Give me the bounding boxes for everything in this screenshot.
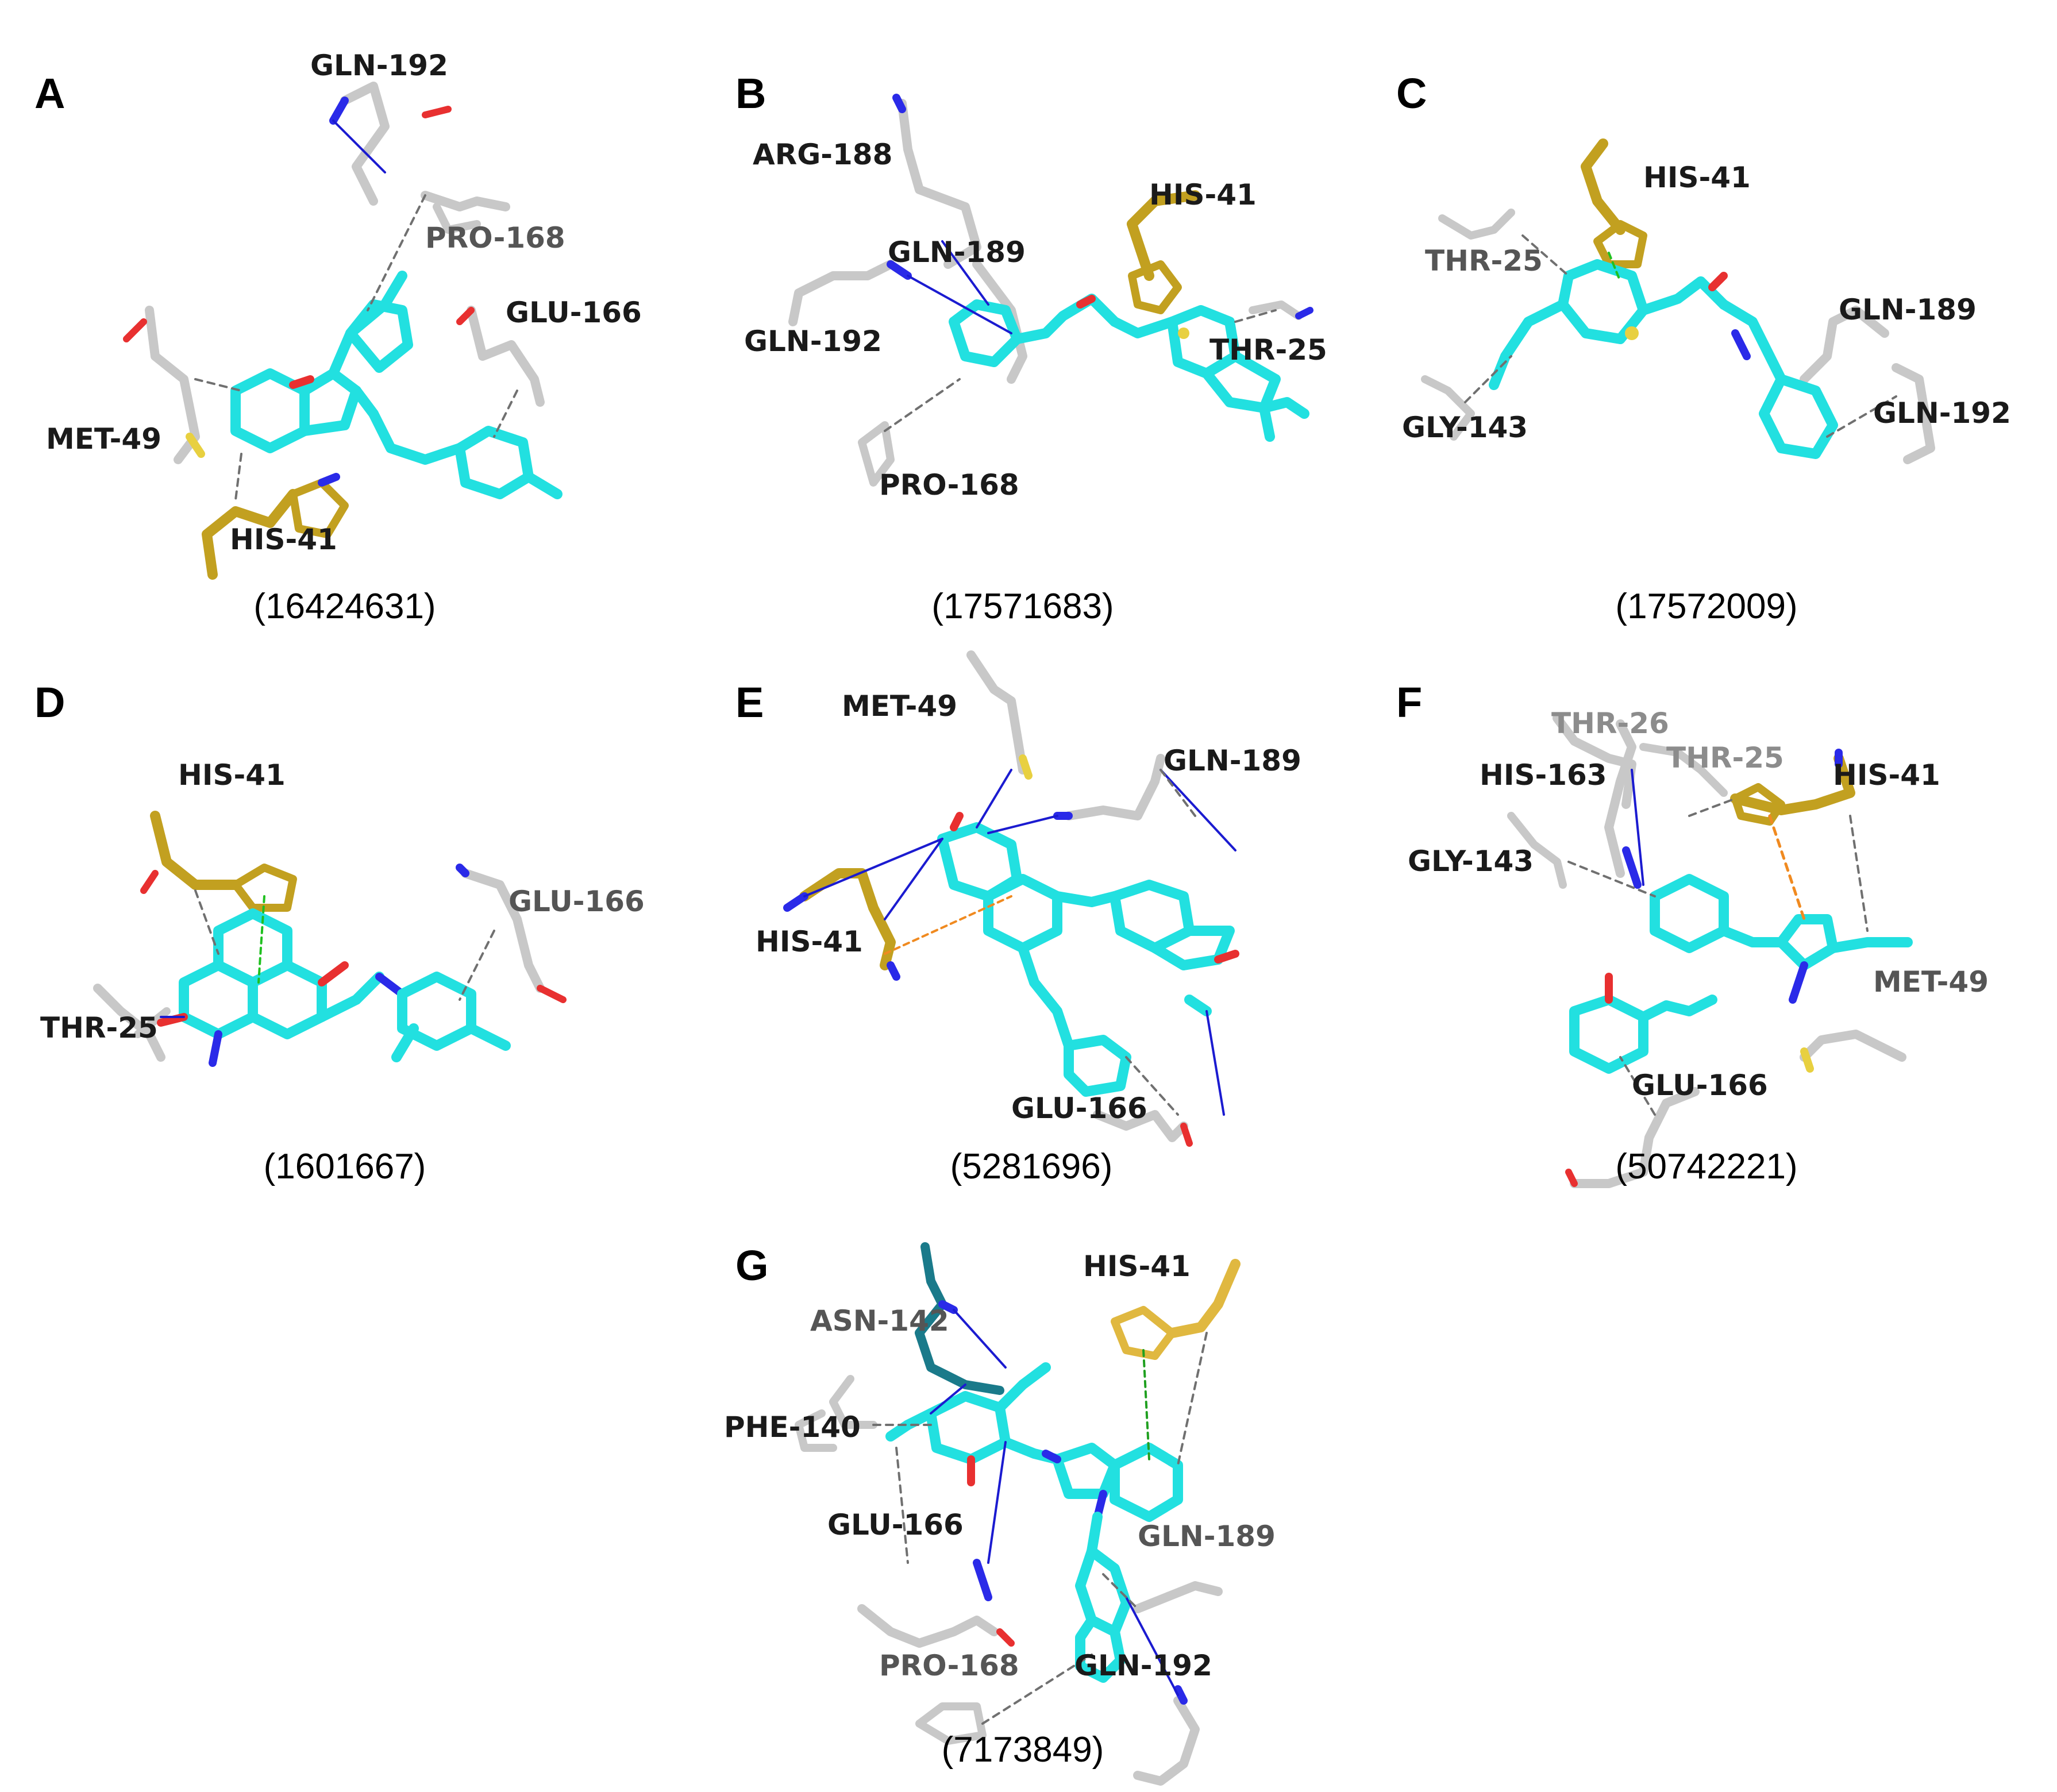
- residue-label: HIS-41: [1833, 758, 1940, 792]
- residue-label: GLN-192: [744, 325, 882, 358]
- residue-label: GLU-166: [1632, 1069, 1768, 1102]
- residue-label: HIS-41: [756, 925, 863, 958]
- compound-id-caption: (16424631): [253, 587, 436, 626]
- panel-letter: E: [735, 679, 764, 726]
- residue-label: GLN-189: [888, 236, 1026, 269]
- panel-e: E: [701, 643, 1362, 1218]
- residue-label: GLU-166: [506, 296, 642, 329]
- panel-b: B: [701, 34, 1362, 626]
- panel-letter: G: [735, 1242, 769, 1289]
- panel-d: D: [23, 643, 684, 1218]
- residue-label: PRO-168: [879, 468, 1019, 502]
- panel-letter: A: [34, 70, 66, 117]
- panel-letter: B: [735, 70, 766, 117]
- residue-label: MET-49: [46, 422, 162, 456]
- residue-label: HIS-41: [178, 758, 286, 792]
- residue-label: HIS-41: [230, 523, 337, 556]
- residue-label: HIS-41: [1643, 161, 1751, 194]
- residue-label: GLY-143: [1402, 411, 1528, 444]
- residue-label: GLU-166: [827, 1508, 964, 1541]
- panel-letter: C: [1396, 70, 1427, 117]
- panel-letter: D: [34, 679, 66, 726]
- molecule-depiction: [93, 811, 567, 1067]
- panel-a: A: [23, 34, 684, 626]
- residue-label: MET-49: [1873, 965, 1989, 999]
- molecule-depiction: [1421, 138, 1935, 464]
- residue-label: GLY-143: [1408, 845, 1534, 878]
- residue-label: MET-49: [842, 689, 958, 723]
- molecule-depiction: [795, 1242, 1241, 1786]
- compound-id-caption: (7173849): [941, 1730, 1104, 1770]
- molecule-depiction: [1507, 714, 1913, 1188]
- molecule-depiction: [123, 82, 563, 580]
- molecule-depiction: [783, 650, 1239, 1147]
- residue-label: PRO-168: [879, 1649, 1019, 1682]
- panel-c: C HIS-4: [1379, 34, 2040, 626]
- molecule-depiction: [788, 94, 1313, 487]
- residue-label: HIS-41: [1083, 1250, 1191, 1283]
- panel-g: G: [701, 1195, 1362, 1786]
- residue-label: ARG-188: [753, 138, 893, 171]
- residue-label: GLN-192: [1074, 1649, 1212, 1682]
- residue-label: THR-25: [1425, 244, 1543, 278]
- compound-id-caption: (50742221): [1615, 1147, 1798, 1186]
- residue-label: PHE-140: [724, 1411, 861, 1444]
- residue-label: THR-25: [1209, 333, 1327, 367]
- residue-label: GLN-192: [1873, 396, 2011, 430]
- residue-label: PRO-168: [425, 221, 565, 255]
- residue-label: ASN-142: [810, 1304, 949, 1338]
- residue-label: GLN-189: [1164, 744, 1301, 777]
- residue-label: THR-25: [1666, 741, 1784, 774]
- panel-letter: F: [1396, 679, 1423, 726]
- residue-label: THR-26: [1551, 707, 1669, 740]
- residue-label: HIS-41: [1149, 178, 1257, 211]
- residue-label: GLN-189: [1839, 293, 1977, 326]
- residue-label: HIS-163: [1480, 758, 1607, 792]
- residue-label: GLN-192: [310, 49, 448, 82]
- compound-id-caption: (17571683): [931, 587, 1114, 626]
- compound-id-caption: (17572009): [1615, 587, 1798, 626]
- residue-label: THR-25: [40, 1011, 158, 1045]
- panel-f: F: [1379, 643, 2040, 1218]
- residue-label: GLN-189: [1138, 1520, 1276, 1553]
- compound-id-caption: (5281696): [950, 1147, 1113, 1186]
- residue-label: GLU-166: [1011, 1092, 1147, 1125]
- compound-id-caption: (1601667): [263, 1147, 426, 1186]
- residue-label: GLU-166: [509, 885, 645, 918]
